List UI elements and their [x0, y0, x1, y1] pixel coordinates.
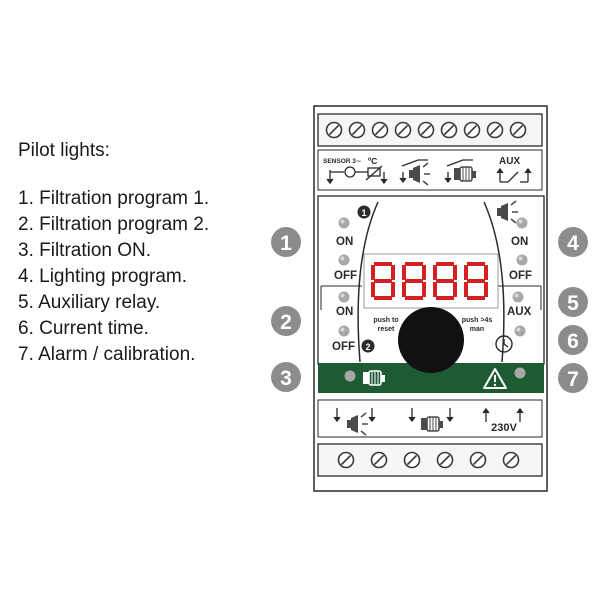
led-aux: [512, 291, 524, 303]
callout-3: 3: [271, 362, 301, 392]
sensor-label: SENSOR 3: [323, 158, 356, 165]
svg-text:1: 1: [280, 232, 292, 255]
led-filtration-on: [344, 370, 356, 382]
callout-7: 7: [558, 363, 588, 393]
clock-icon: [495, 335, 513, 353]
terminal-screw-icon: [370, 451, 388, 469]
svg-text:7: 7: [567, 368, 579, 391]
led-clock: [514, 325, 526, 337]
terminal-screw-icon: [403, 451, 421, 469]
legend-item-3: 3. Filtration ON.: [18, 240, 152, 261]
svg-text:4: 4: [567, 232, 579, 255]
callout-6: 6: [558, 325, 588, 355]
thermostat-icon: [326, 165, 388, 185]
terminal-screw-icon: [469, 451, 487, 469]
led-lighting: [516, 217, 528, 229]
badge-1: [357, 205, 371, 219]
warning-triangle-icon: [483, 368, 507, 389]
legend-item-6: 6. Current time.: [18, 318, 149, 339]
svg-text:3: 3: [280, 367, 292, 390]
bottom-connection-symbols: 230V: [317, 399, 543, 438]
callout-2: 2: [271, 306, 301, 336]
on-label-left: ON: [336, 236, 353, 248]
svg-text:~: ~: [356, 156, 361, 166]
legend-title: Pilot lights:: [18, 140, 110, 161]
terminal-screw-icon: [348, 121, 366, 139]
badge-2: [361, 339, 375, 353]
top-connection-symbols: SENSOR 3 ~ ºC AUX: [317, 149, 543, 191]
terminal-screw-icon: [417, 121, 435, 139]
top-terminal-strip: [317, 113, 543, 147]
legend-item-4: 4. Lighting program.: [18, 266, 187, 287]
legend-item-7: 7. Alarm / calibration.: [18, 344, 196, 365]
on-label-left-2: ON: [336, 306, 353, 318]
control-knob[interactable]: [398, 307, 464, 373]
svg-text:2: 2: [365, 342, 370, 352]
callout-5: 5: [558, 287, 588, 317]
light-bulb-relay-icon: [399, 159, 428, 184]
terminal-screw-icon: [440, 121, 458, 139]
terminal-screw-icon: [371, 121, 389, 139]
terminal-screw-icon: [436, 451, 454, 469]
push-reset-line1: push to: [373, 317, 398, 324]
legend-item-1: 1. Filtration program 1.: [18, 188, 210, 209]
terminal-screw-icon: [463, 121, 481, 139]
push-reset-line2: reset: [378, 326, 395, 333]
sensor-unit-label: ºC: [368, 156, 377, 166]
led-lighting-off: [516, 254, 528, 266]
led-filtration-1-off: [338, 254, 350, 266]
legend-item-2: 2. Filtration program 2.: [18, 214, 210, 235]
pilot-lights-legend: Pilot lights: 1. Filtration program 1. 2…: [18, 140, 209, 368]
bottom-terminal-strip: [317, 443, 543, 477]
callouts: 1 2 3 4 5 6 7: [271, 227, 588, 393]
led-filtration-2-off: [338, 325, 350, 337]
led-alarm: [514, 367, 526, 379]
off-label-right: OFF: [509, 270, 532, 282]
aux-top-label: AUX: [499, 156, 520, 167]
off-label-left-2: OFF: [332, 341, 355, 353]
terminal-screw-icon: [337, 451, 355, 469]
legend-list: 1. Filtration program 1. 2. Filtration p…: [18, 186, 209, 368]
terminal-screw-icon: [486, 121, 504, 139]
push-man-line1: push >4s: [462, 317, 493, 324]
svg-text:2: 2: [280, 311, 292, 334]
terminal-screw-icon: [394, 121, 412, 139]
terminal-screw-icon: [325, 121, 343, 139]
off-label-left: OFF: [334, 270, 357, 282]
terminal-screw-icon: [502, 451, 520, 469]
pump-icon: [363, 370, 385, 386]
on-label-right: ON: [511, 236, 528, 248]
led-filtration-2: [338, 291, 350, 303]
relay-switch-icon: [496, 167, 532, 183]
svg-text:6: 6: [567, 330, 579, 353]
led-filtration-1: [338, 217, 350, 229]
pump-relay-icon: [444, 159, 473, 184]
callout-1: 1: [271, 227, 301, 257]
aux-label: AUX: [507, 306, 532, 318]
callout-4: 4: [558, 227, 588, 257]
svg-text:1: 1: [361, 208, 366, 218]
voltage-label: 230V: [491, 422, 517, 434]
legend-item-5: 5. Auxiliary relay.: [18, 292, 161, 313]
terminal-screw-icon: [509, 121, 527, 139]
svg-text:5: 5: [567, 292, 579, 315]
push-man-line2: man: [470, 326, 484, 333]
